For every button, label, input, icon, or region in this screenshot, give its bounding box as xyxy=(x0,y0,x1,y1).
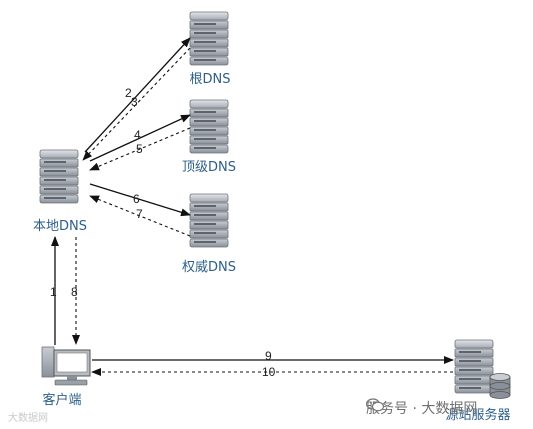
edge-3 xyxy=(82,47,191,161)
client-label: 客户端 xyxy=(42,393,82,408)
local-dns-label: 本地DNS xyxy=(33,219,87,234)
edge-8-label: 8 xyxy=(71,285,78,299)
auth-dns-label: 权威DNS xyxy=(182,260,236,275)
edge-3-label: 3 xyxy=(131,95,138,109)
watermark-right: 服务号 · 大数据网 xyxy=(366,398,477,418)
database-icon xyxy=(489,373,511,399)
local-dns-server-icon xyxy=(39,149,79,204)
edge-2-label: 2 xyxy=(125,86,132,100)
root-dns-server-icon xyxy=(189,11,229,66)
edge-4 xyxy=(89,114,191,162)
edge-6-label: 6 xyxy=(133,192,140,206)
edge-5-label: 5 xyxy=(136,142,143,156)
auth-dns-server-icon xyxy=(189,193,229,248)
edge-5 xyxy=(89,127,191,171)
edge-1-label: 1 xyxy=(50,285,57,299)
tld-dns-server-icon xyxy=(189,99,229,154)
client-computer-icon xyxy=(41,346,91,386)
edge-2 xyxy=(84,37,191,153)
edge-7-label: 7 xyxy=(136,207,143,221)
origin-server-icon xyxy=(454,339,494,394)
watermark-left: 大数据网 xyxy=(8,413,48,424)
tld-dns-label: 顶级DNS xyxy=(182,160,236,175)
edge-9-label: 9 xyxy=(265,349,272,363)
edge-10-label: 10 xyxy=(262,365,276,379)
wechat-icon xyxy=(366,398,384,412)
watermark-right-text: 服务号 · 大数据网 xyxy=(366,401,478,417)
origin-server-label: 源站服务器 xyxy=(445,408,511,423)
root-dns-label: 根DNS xyxy=(189,72,231,87)
edge-4-label: 4 xyxy=(134,128,141,142)
edge-6 xyxy=(89,183,191,217)
